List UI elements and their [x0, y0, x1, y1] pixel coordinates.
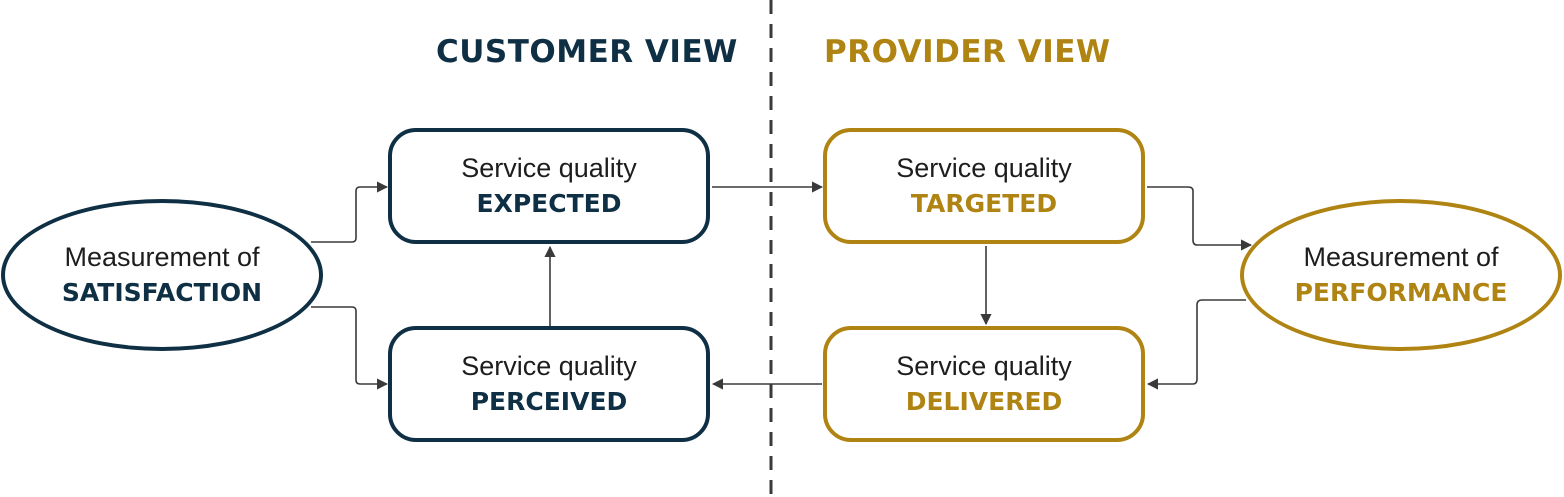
node-title: PERCEIVED — [470, 387, 628, 416]
connector-performance-to-delivered — [1146, 299, 1246, 390]
customer-view-heading: CUSTOMER VIEW — [436, 34, 738, 70]
node-service-quality-targeted: Service quality TARGETED — [823, 128, 1145, 244]
node-title: DELIVERED — [905, 387, 1063, 416]
connector-targeted-to-performance — [1147, 186, 1253, 251]
node-title: EXPECTED — [476, 189, 622, 218]
node-label: Service quality — [896, 153, 1072, 183]
provider-view-heading: PROVIDER VIEW — [824, 34, 1111, 70]
node-service-quality-perceived: Service quality PERCEIVED — [388, 326, 710, 442]
node-satisfaction-measurement: Measurement of SATISFACTION — [1, 199, 323, 351]
node-title: SATISFACTION — [61, 278, 263, 307]
connector-satisfaction-to-expected — [311, 181, 389, 243]
connector-satisfaction-to-perceived — [311, 306, 389, 390]
node-label: Measurement of — [64, 242, 260, 272]
node-title: PERFORMANCE — [1294, 278, 1508, 307]
node-label: Service quality — [461, 351, 637, 381]
node-performance-measurement: Measurement of PERFORMANCE — [1240, 199, 1562, 351]
node-service-quality-expected: Service quality EXPECTED — [388, 128, 710, 244]
node-title: TARGETED — [910, 189, 1058, 218]
node-label: Measurement of — [1303, 242, 1499, 272]
node-label: Service quality — [461, 153, 637, 183]
node-service-quality-delivered: Service quality DELIVERED — [823, 326, 1145, 442]
node-label: Service quality — [896, 351, 1072, 381]
